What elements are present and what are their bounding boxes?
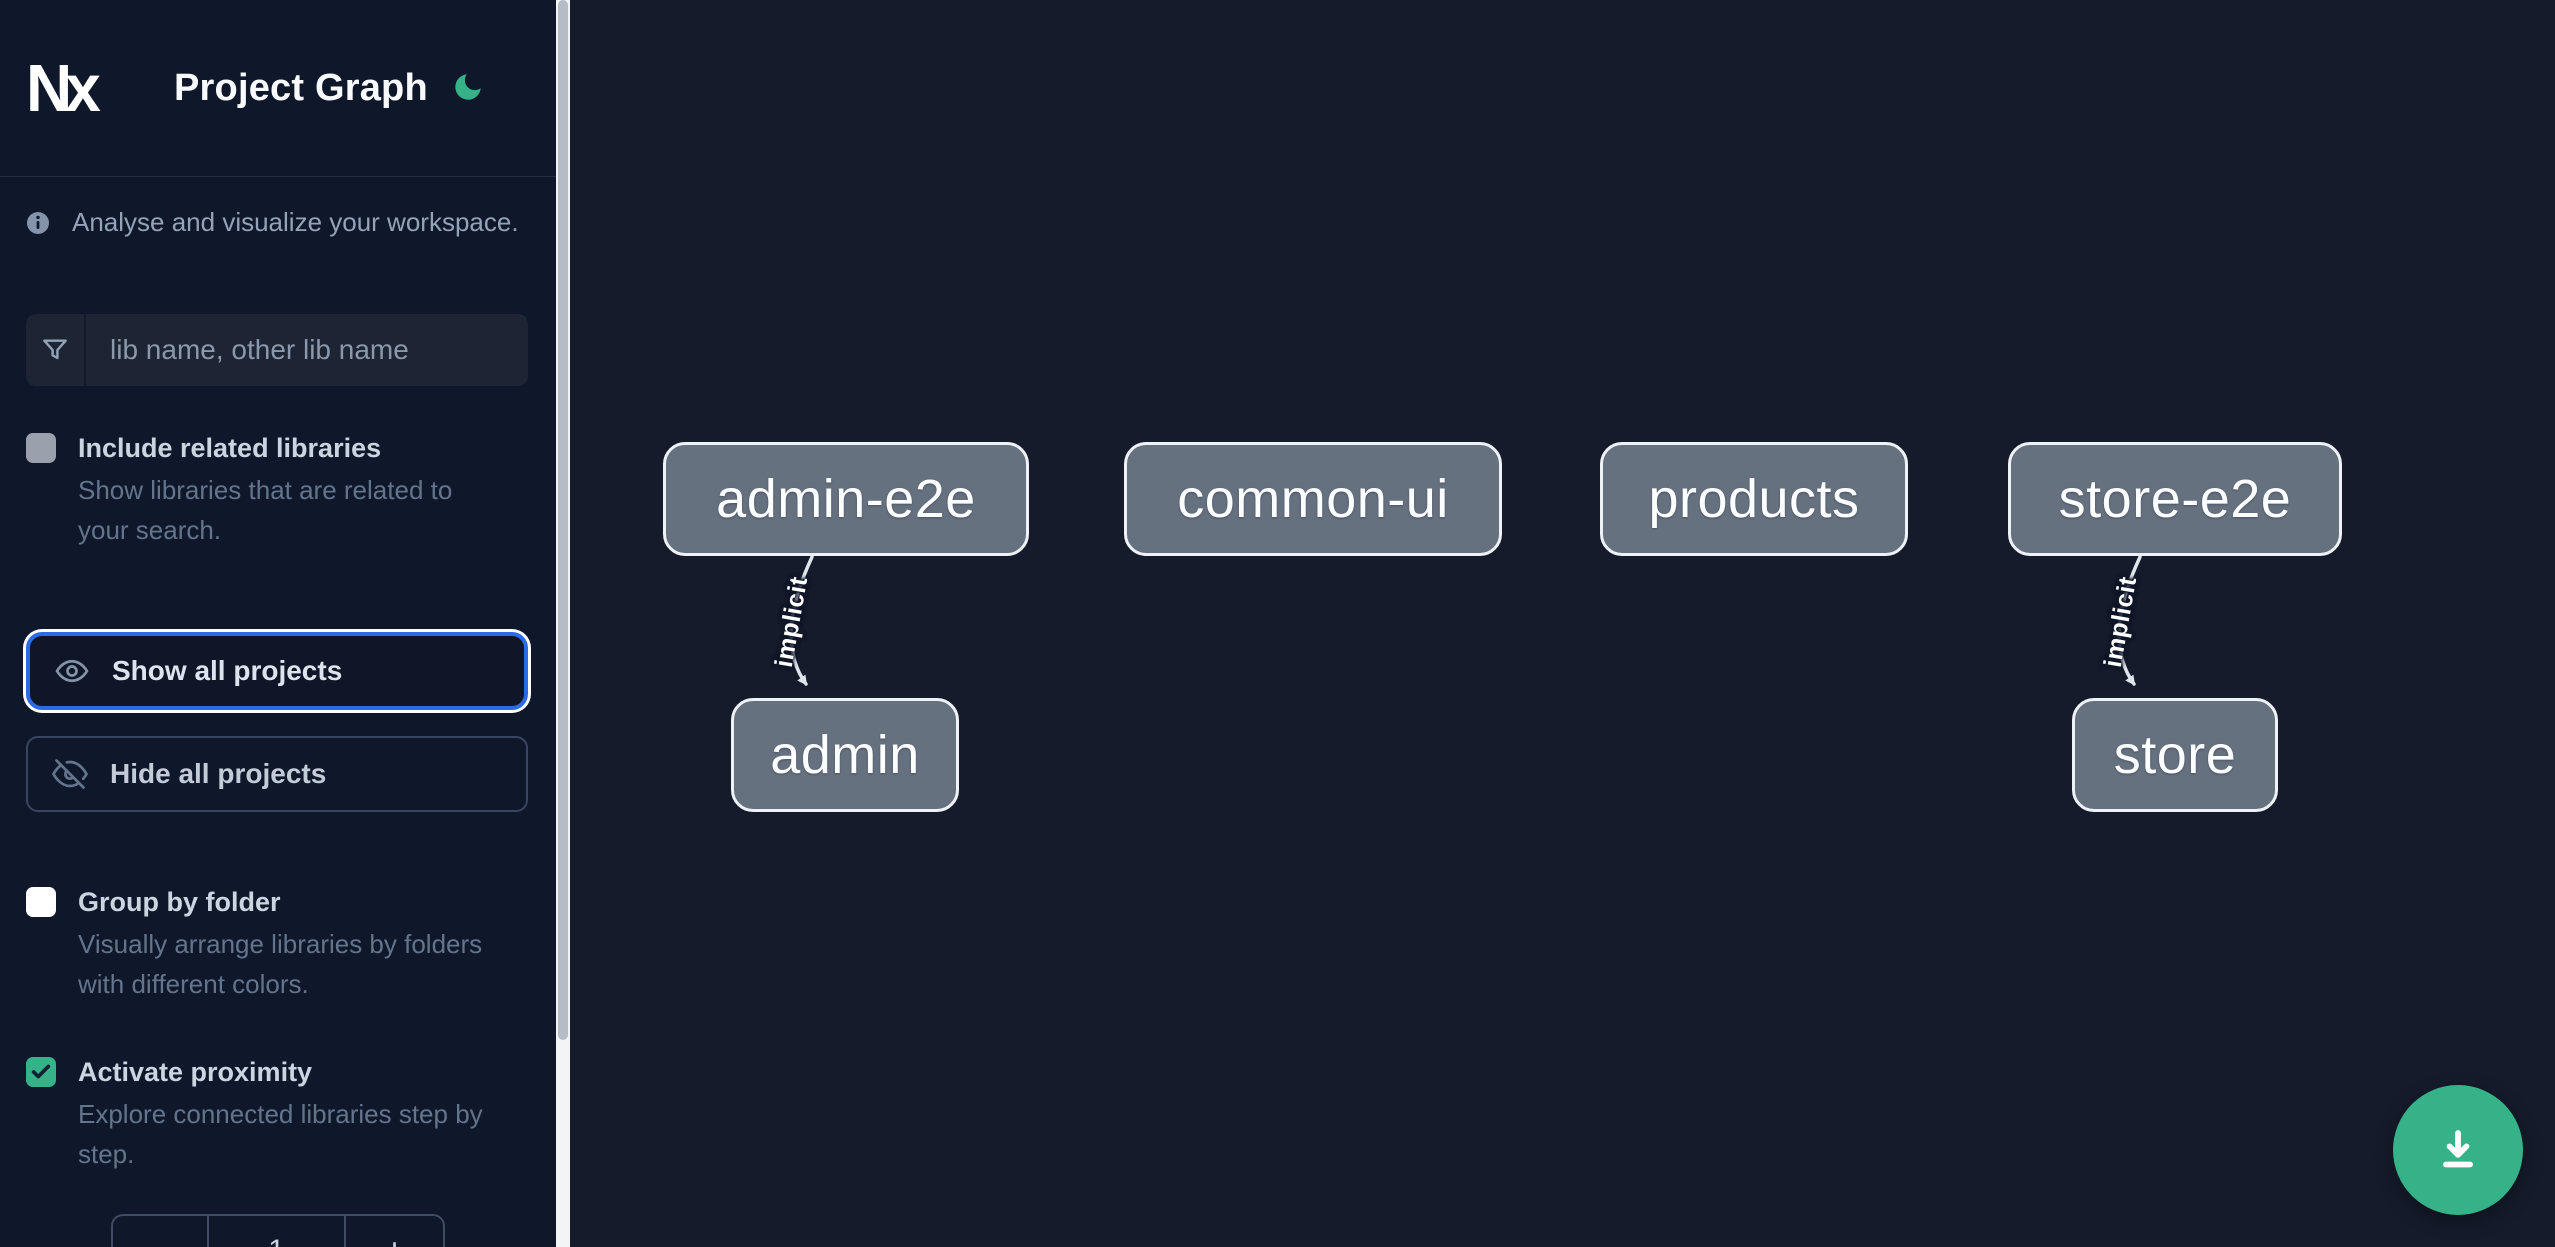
activate-proximity-label: Activate proximity bbox=[78, 1057, 313, 1087]
sidebar-scrollbar-track bbox=[556, 0, 570, 1247]
sidebar-scrollbar-thumb[interactable] bbox=[558, 0, 568, 1040]
graph-node-products[interactable]: products bbox=[1600, 442, 1908, 556]
eye-off-icon bbox=[52, 756, 88, 792]
activate-proximity-description: Explore connected libraries step by step… bbox=[78, 1099, 483, 1169]
graph-canvas[interactable]: implicit implicit admin-e2e common-ui pr… bbox=[570, 0, 2555, 1247]
activate-proximity-checkbox[interactable] bbox=[26, 1057, 56, 1087]
proximity-stepper: − 1 + bbox=[111, 1214, 445, 1247]
include-related-option: Include related libraries Show libraries… bbox=[26, 428, 528, 550]
filter-funnel-icon bbox=[26, 314, 86, 386]
include-related-description: Show libraries that are related to your … bbox=[78, 475, 453, 545]
edge-admin-e2e-to-admin[interactable] bbox=[789, 555, 814, 686]
graph-node-store-e2e[interactable]: store-e2e bbox=[2008, 442, 2342, 556]
proximity-value: 1 bbox=[209, 1216, 346, 1247]
group-by-folder-checkbox[interactable] bbox=[26, 887, 56, 917]
moon-icon bbox=[451, 70, 485, 107]
hide-all-projects-label: Hide all projects bbox=[110, 758, 327, 789]
include-related-label: Include related libraries bbox=[78, 433, 382, 463]
nx-logo-text: Nx bbox=[26, 50, 101, 126]
page-title: Project Graph bbox=[174, 66, 428, 109]
show-all-projects-label: Show all projects bbox=[112, 655, 343, 686]
search-input[interactable] bbox=[86, 314, 528, 386]
tagline-text: Analyse and visualize your workspace. bbox=[72, 207, 519, 237]
group-by-folder-label: Group by folder bbox=[78, 887, 281, 917]
proximity-increment-button[interactable]: + bbox=[346, 1216, 443, 1247]
sidebar-header: Nx Project Graph bbox=[0, 0, 556, 177]
activate-proximity-option: Activate proximity Explore connected lib… bbox=[26, 1052, 528, 1174]
nx-logo: Nx bbox=[26, 50, 118, 126]
proximity-decrement-button[interactable]: − bbox=[113, 1216, 209, 1247]
info-icon bbox=[26, 211, 50, 235]
graph-node-admin[interactable]: admin bbox=[731, 698, 959, 812]
graph-node-store[interactable]: store bbox=[2072, 698, 2278, 812]
download-graph-button[interactable] bbox=[2393, 1085, 2523, 1215]
hide-all-projects-button[interactable]: Hide all projects bbox=[26, 736, 528, 812]
graph-node-admin-e2e[interactable]: admin-e2e bbox=[663, 442, 1029, 556]
download-icon bbox=[2429, 1121, 2487, 1179]
search-box bbox=[26, 314, 528, 386]
theme-toggle-button[interactable] bbox=[446, 66, 490, 110]
show-all-projects-button[interactable]: Show all projects bbox=[26, 632, 528, 710]
graph-node-common-ui[interactable]: common-ui bbox=[1124, 442, 1502, 556]
edge-store-e2e-to-store[interactable] bbox=[2117, 555, 2142, 686]
dependency-edges bbox=[789, 555, 2142, 686]
group-by-folder-description: Visually arrange libraries by folders wi… bbox=[78, 929, 483, 999]
include-related-checkbox[interactable] bbox=[26, 433, 56, 463]
tagline-row: Analyse and visualize your workspace. bbox=[26, 207, 528, 238]
eye-icon bbox=[54, 653, 90, 689]
group-by-folder-option: Group by folder Visually arrange librari… bbox=[26, 882, 528, 1004]
sidebar: Nx Project Graph Analyse and visualize bbox=[0, 0, 556, 1247]
